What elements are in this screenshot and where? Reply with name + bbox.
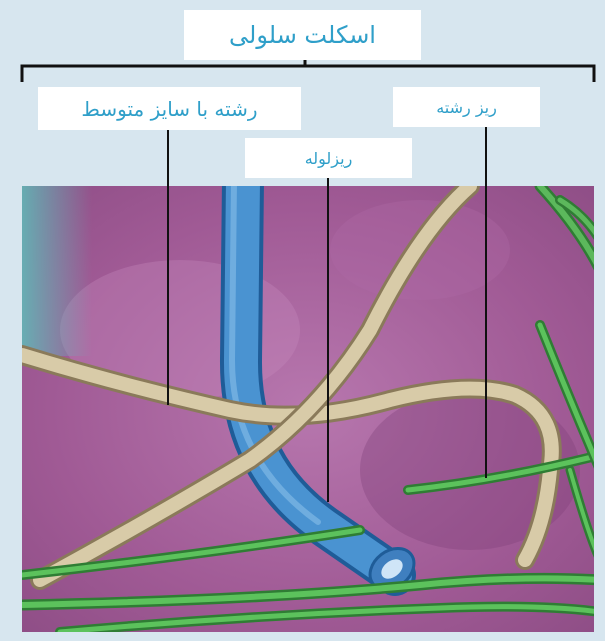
intermediate-filament-label: رشته با سایز متوسط xyxy=(81,97,257,121)
microtubule-callout: ریزلوله xyxy=(245,138,412,178)
microfilament-callout: ریز رشته xyxy=(393,87,540,127)
cytoskeleton-label: اسکلت سلولی xyxy=(229,21,376,49)
intermediate-filament-callout: رشته با سایز متوسط xyxy=(38,87,301,130)
cytoskeleton-title: اسکلت سلولی xyxy=(184,10,421,60)
microfilament-label: ریز رشته xyxy=(436,98,497,117)
title-bracket xyxy=(22,58,594,82)
microtubule-label: ریزلوله xyxy=(305,149,353,168)
